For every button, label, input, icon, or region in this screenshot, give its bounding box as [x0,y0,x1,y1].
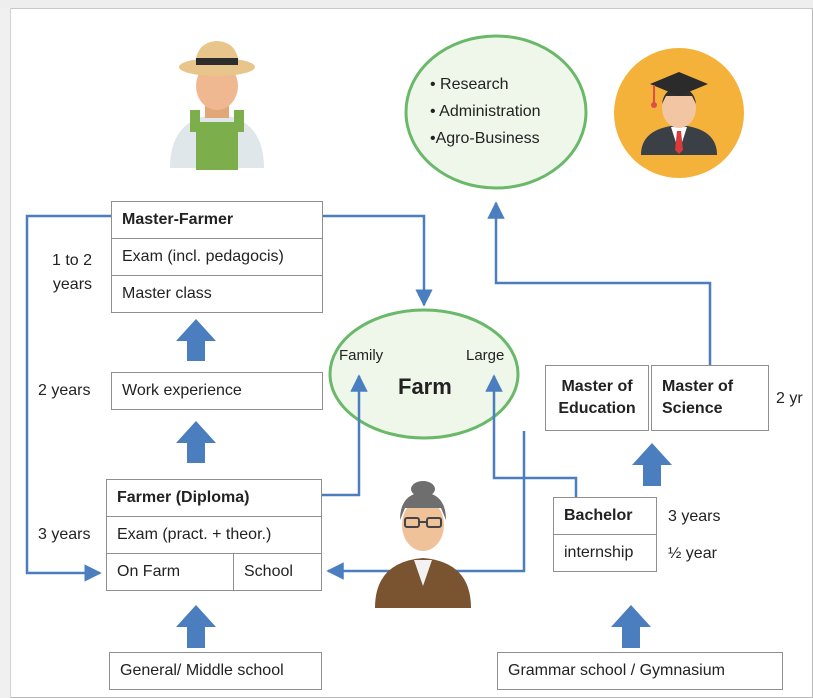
up-arrow [611,605,651,648]
masters-duration-label: 2 yr [776,390,803,407]
master-class-box: Master class [111,275,323,313]
work-duration-label: 2 years [38,382,91,399]
up-arrow [632,443,672,486]
up-arrow [176,605,216,648]
bachelor-box: Bachelor [553,497,657,535]
farmer-diploma-box: Farmer (Diploma) [106,479,322,517]
up-arrow [176,319,216,361]
farmer-icon [170,41,264,170]
work-experience-box: Work experience [111,372,323,410]
internship-box: internship [553,534,657,572]
goals-oval [404,34,588,190]
master-duration-label: 1 to 2 years [52,252,93,293]
left-border [0,8,11,698]
farm-oval [328,308,520,440]
grammar-school-box: Grammar school / Gymnasium [497,652,783,690]
on-farm-box: On Farm [106,553,234,591]
up-arrow [176,421,216,463]
master-farmer-box: Master-Farmer [111,201,323,239]
science-to-goals-line [487,201,712,365]
graduate-icon [614,48,744,178]
goal-research: • Research [430,76,509,93]
bachelor-to-large-line [485,374,578,497]
farm-large-label: Large [466,347,505,364]
school-box: School [233,553,322,591]
middle-school-box: General/ Middle school [109,652,322,690]
goal-administration: • Administration [430,103,541,120]
farm-title: Farm [398,374,452,399]
master-to-farm-line [322,214,433,307]
teacher-icon [375,481,471,608]
diploma-to-family-line [322,374,368,497]
master-science-box: Master of Science [651,365,769,431]
goal-agro-business: •Agro-Business [430,130,540,147]
bachelor-duration-label: 3 years [668,508,721,525]
top-border [0,0,813,9]
master-education-box: Master of Education [545,365,649,431]
farm-family-label: Family [339,347,384,364]
diploma-exam-box: Exam (pract. + theor.) [106,516,322,554]
master-exam-box: Exam (incl. pedagocis) [111,238,323,276]
internship-duration-label: ½ year [668,545,717,562]
loop-arrow-line [25,214,111,582]
diploma-duration-label: 3 years [38,526,91,543]
